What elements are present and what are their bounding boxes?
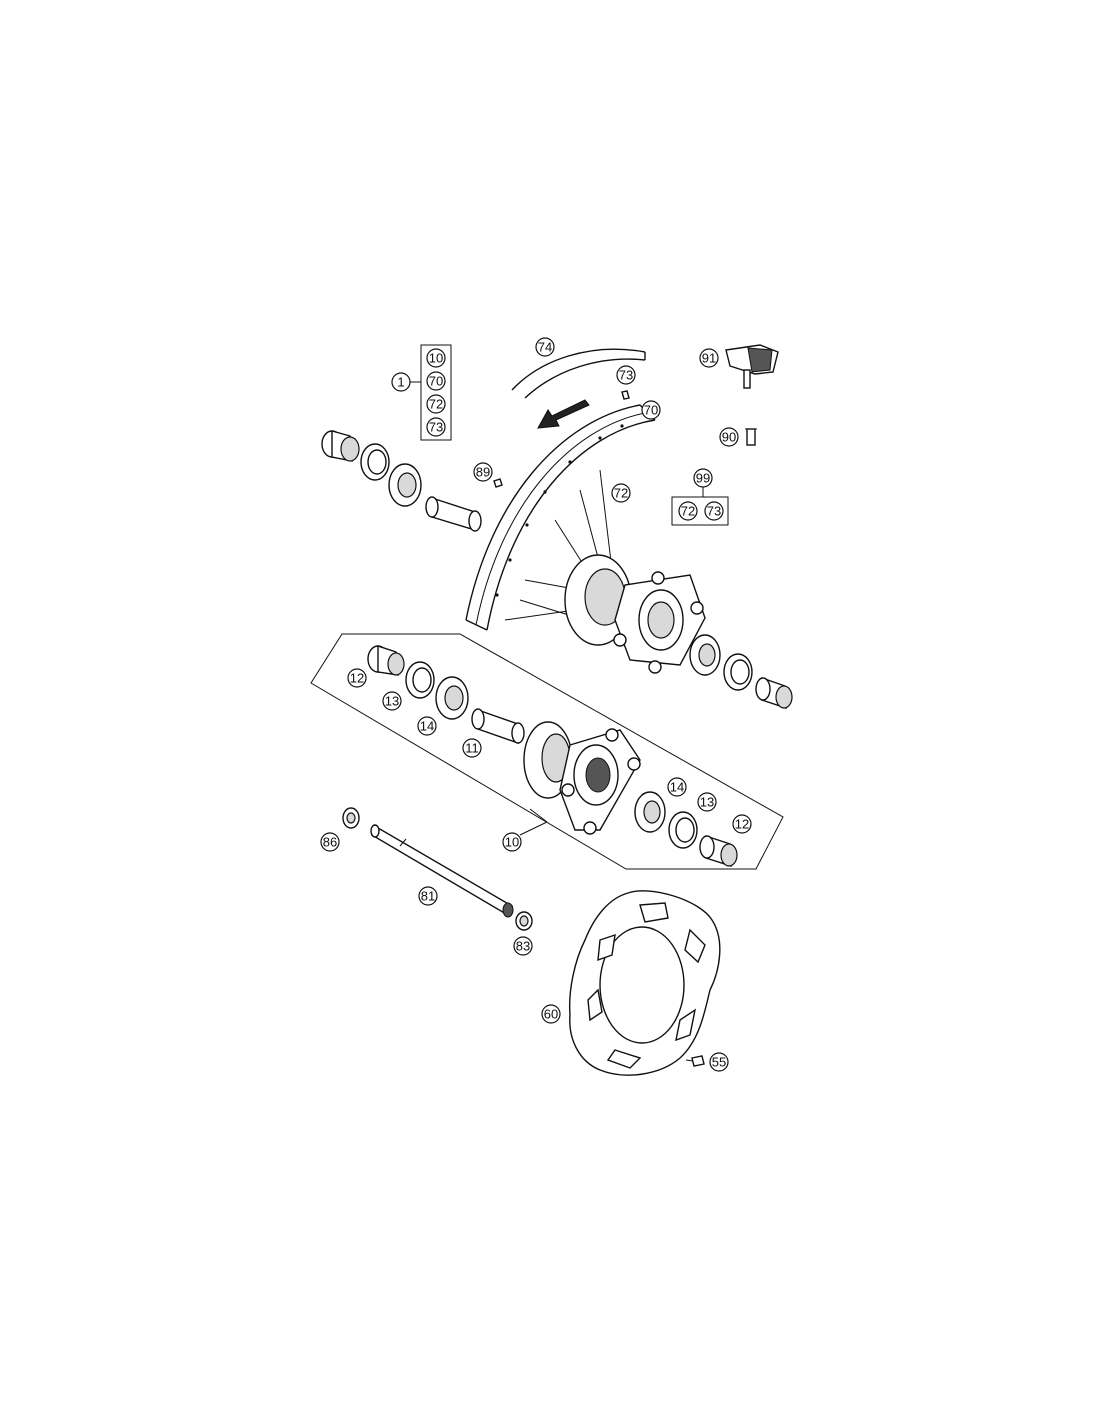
svg-text:14: 14: [420, 719, 434, 734]
wheel-hub-part: [564, 554, 706, 674]
callout-14-left: 14: [417, 716, 437, 736]
callout-55: 55: [709, 1052, 729, 1072]
callout-73-kit: 73: [426, 417, 446, 437]
svg-text:72: 72: [429, 397, 443, 412]
hub-bearing-14-right: [634, 791, 666, 833]
svg-text:13: 13: [700, 795, 714, 810]
svg-text:12: 12: [350, 671, 364, 686]
callout-70-kit: 70: [426, 371, 446, 391]
hub-sleeve-11: [471, 708, 525, 744]
hub-bearing-14-left: [435, 676, 469, 720]
callout-1: 1: [391, 372, 411, 392]
callout-12-right: 12: [732, 814, 752, 834]
svg-text:72: 72: [614, 486, 628, 501]
callout-10: 10: [502, 832, 522, 852]
upper-left-spacer: [321, 430, 360, 462]
svg-text:10: 10: [505, 835, 519, 850]
svg-text:1: 1: [397, 375, 404, 390]
hub-assembly-outline: [310, 633, 784, 870]
svg-text:13: 13: [385, 694, 399, 709]
svg-text:70: 70: [644, 403, 658, 418]
callout-91: 91: [699, 348, 719, 368]
callout-12-left: 12: [347, 668, 367, 688]
callout-13-left: 13: [382, 691, 402, 711]
upper-left-sleeve: [425, 496, 482, 532]
svg-text:81: 81: [421, 889, 435, 904]
spoke-nipple-part-90: [745, 428, 757, 446]
callout-14-right: 14: [667, 777, 687, 797]
callout-70: 70: [641, 400, 661, 420]
valve-tool-part-91: [725, 344, 779, 389]
svg-text:73: 73: [707, 504, 721, 519]
callout-83: 83: [513, 936, 533, 956]
callout-74: 74: [535, 337, 555, 357]
right-spacer: [755, 677, 793, 709]
callout-73: 73: [616, 365, 636, 385]
svg-text:10: 10: [429, 351, 443, 366]
rim-tape-part: [511, 348, 646, 399]
svg-text:83: 83: [516, 939, 530, 954]
callout-10-kit: 10: [426, 348, 446, 368]
svg-text:11: 11: [465, 741, 479, 756]
callout-72-kit99: 72: [678, 501, 698, 521]
brake-disc-60: [568, 890, 721, 1076]
hub-seal-13-left: [405, 661, 435, 699]
hub-seal-13-right: [668, 811, 698, 849]
svg-text:99: 99: [696, 471, 710, 486]
svg-text:72: 72: [681, 504, 695, 519]
svg-text:55: 55: [712, 1055, 726, 1070]
rotation-arrow-icon: [537, 399, 590, 429]
svg-text:91: 91: [702, 351, 716, 366]
svg-text:60: 60: [544, 1007, 558, 1022]
hub-part-10: [523, 721, 641, 835]
kit-1-box: [409, 344, 452, 441]
callout-73-kit99: 73: [704, 501, 724, 521]
callout-60: 60: [541, 1004, 561, 1024]
kit-99-box: [671, 487, 729, 526]
svg-text:90: 90: [722, 430, 736, 445]
callout-81: 81: [418, 886, 438, 906]
right-bearing: [689, 634, 721, 676]
disc-bolt-55: [685, 1055, 705, 1067]
svg-text:73: 73: [619, 368, 633, 383]
leader-lines: [519, 808, 548, 836]
right-seal: [723, 653, 753, 691]
callout-72-kit: 72: [426, 394, 446, 414]
svg-text:74: 74: [538, 340, 552, 355]
svg-text:89: 89: [476, 465, 490, 480]
hub-spacer-12-right: [699, 835, 738, 867]
axle-81: [370, 824, 514, 918]
svg-text:12: 12: [735, 817, 749, 832]
valve-nut-part: [621, 390, 630, 400]
hub-spacer-12-left: [367, 645, 405, 676]
svg-text:73: 73: [429, 420, 443, 435]
small-nut-part-89: [493, 478, 503, 488]
callout-13-right: 13: [697, 792, 717, 812]
axle-nut-83: [515, 911, 533, 931]
upper-left-bearing: [388, 463, 422, 507]
callout-86: 86: [320, 832, 340, 852]
callout-99: 99: [693, 468, 713, 488]
axle-nut-86: [342, 807, 360, 829]
callout-89: 89: [473, 462, 493, 482]
upper-left-seal: [360, 443, 390, 481]
svg-text:14: 14: [670, 780, 684, 795]
callout-11: 11: [462, 738, 482, 758]
svg-text:86: 86: [323, 835, 337, 850]
callout-90: 90: [719, 427, 739, 447]
svg-text:70: 70: [429, 374, 443, 389]
callout-72: 72: [611, 483, 631, 503]
